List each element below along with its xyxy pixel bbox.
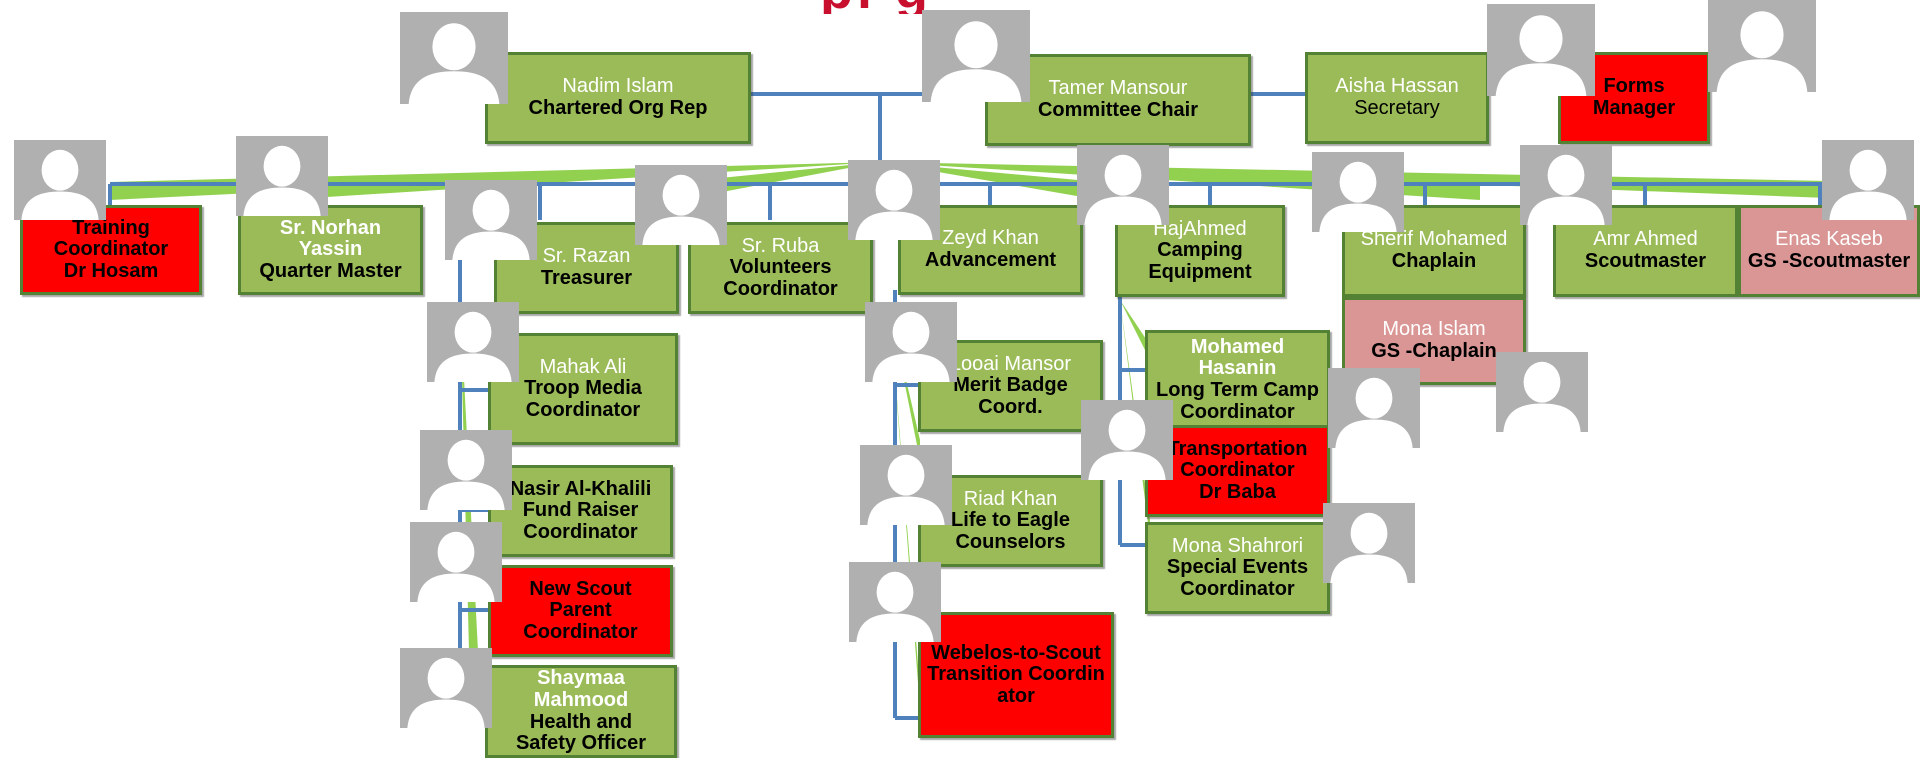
position-title: Advancement [924,249,1057,271]
member-name: Amr Ahmed [1593,228,1698,251]
fund-raiser-coordinator-box[interactable]: Nasir Al-Khalili Fund Raiser Coordinator [488,465,673,557]
training-coordinator-box[interactable]: Training Coordinator Dr Hosam [20,205,202,295]
position-title: Camping Equipment [1148,239,1252,283]
member-name: Dr Baba [1199,480,1276,503]
position-title: Fund Raiser Coordinator [522,499,639,543]
member-name: Mona Islam [1382,318,1486,341]
placeholder-avatar-icon [236,136,328,216]
placeholder-avatar-icon [1520,145,1612,225]
placeholder-avatar-icon [1323,503,1415,583]
placeholder-avatar-icon [865,302,957,382]
placeholder-avatar-icon [922,10,1030,102]
member-name: Tamer Mansour [1048,77,1188,100]
member-name: Enas Kaseb [1775,228,1883,251]
special-events-coordinator-box[interactable]: Mona Shahrori Special Events Coordinator [1145,522,1330,614]
member-name: Mahak Ali [539,355,627,378]
position-title: New Scout Parent Coordinator [523,577,638,643]
placeholder-avatar-icon [849,562,941,642]
member-name: Shaymaa Mahmood [533,667,629,711]
member-name: Sr. Ruba [741,234,820,257]
position-title: Troop Media Coordinator [524,377,642,421]
new-scout-parent-coordinator-box[interactable]: New Scout Parent Coordinator [488,565,673,657]
placeholder-avatar-icon [420,430,512,510]
chartered-org-rep-box[interactable]: Nadim Islam Chartered Org Rep [485,52,751,144]
webelos-transition-coordinator-box[interactable]: Webelos-to-Scout Transition Coordinator [918,612,1114,738]
member-name: Sr. Razan [542,245,631,268]
troop-media-coordinator-box[interactable]: Mahak Ali Troop Media Coordinator [488,333,678,445]
merit-badge-coord-box[interactable]: Looai Mansor Merit Badge Coord. [918,340,1103,432]
member-name: Aisha Hassan [1335,75,1459,98]
placeholder-avatar-icon [1496,352,1588,432]
secretary-box[interactable]: Aisha Hassan Secretary [1305,52,1489,144]
member-name: Sr. Norhan Yassin [279,216,382,261]
position-title: Quarter Master [259,259,402,282]
placeholder-avatar-icon [427,302,519,382]
member-name: Mona Shahrori [1171,534,1304,557]
health-safety-officer-box[interactable]: Shaymaa Mahmood Health and Safety Office… [485,665,677,758]
placeholder-avatar-icon [400,648,492,728]
placeholder-avatar-icon [410,522,502,602]
position-title: Life to Eagle Counselors [951,509,1070,553]
position-title: Training Coordinator [53,216,169,261]
member-name: Zeyd Khan [942,227,1039,250]
placeholder-avatar-icon [860,445,952,525]
position-title: Merit Badge Coord. [953,374,1068,418]
placeholder-avatar-icon [14,140,106,220]
position-title: Committee Chair [1037,99,1199,121]
position-title: Secretary [1354,97,1440,119]
member-name: Nadim Islam [562,75,674,98]
placeholder-avatar-icon [635,165,727,245]
placeholder-avatar-icon [1328,368,1420,448]
long-term-camp-coordinator-box[interactable]: Mohamed Hasanin Long Term Camp Coordinat… [1145,330,1330,430]
position-title: Health and Safety Officer [515,710,647,755]
member-name: Dr Hosam [63,259,159,282]
position-title: Special Events Coordinator [1166,556,1309,600]
placeholder-avatar-icon [1708,0,1816,92]
position-title: Scoutmaster [1584,250,1707,272]
member-name: Riad Khan [963,487,1058,510]
chart-title-fragment: pl g [820,0,932,14]
placeholder-avatar-icon [1081,400,1173,480]
placeholder-avatar-icon [1822,140,1914,220]
position-title: Chaplain [1391,250,1477,272]
member-name: Sherif Mohamed [1360,228,1508,251]
position-title: Volunteers Coordinator [723,256,838,300]
placeholder-avatar-icon [1487,4,1595,96]
quarter-master-box[interactable]: Sr. Norhan Yassin Quarter Master [238,205,423,295]
position-title: Forms Manager [1592,75,1676,119]
position-title: GS -Chaplain [1371,340,1497,362]
position-title: Transportation Coordinator [1167,437,1308,482]
gs-scoutmaster-box[interactable]: Enas Kaseb GS -Scoutmaster [1738,205,1920,297]
camping-equipment-box[interactable]: HajAhmed Camping Equipment [1115,205,1285,297]
placeholder-avatar-icon [848,160,940,240]
member-name: HajAhmed [1153,217,1247,240]
placeholder-avatar-icon [445,180,537,260]
position-title: Treasurer [540,267,633,289]
transportation-coordinator-box[interactable]: Transportation Coordinator Dr Baba [1145,425,1330,517]
placeholder-avatar-icon [1312,152,1404,232]
member-name: Mohamed Hasanin [1190,335,1285,380]
position-title: Long Term Camp Coordinator [1156,379,1319,423]
member-name: Nasir Al-Khalili [509,477,652,500]
placeholder-avatar-icon [1077,145,1169,225]
member-name: Looai Mansor [949,352,1072,375]
position-title: Chartered Org Rep [528,97,708,119]
placeholder-avatar-icon [400,12,508,104]
position-title: GS -Scoutmaster [1747,250,1911,272]
position-title: Webelos-to-Scout Transition Coordinator [927,641,1105,707]
